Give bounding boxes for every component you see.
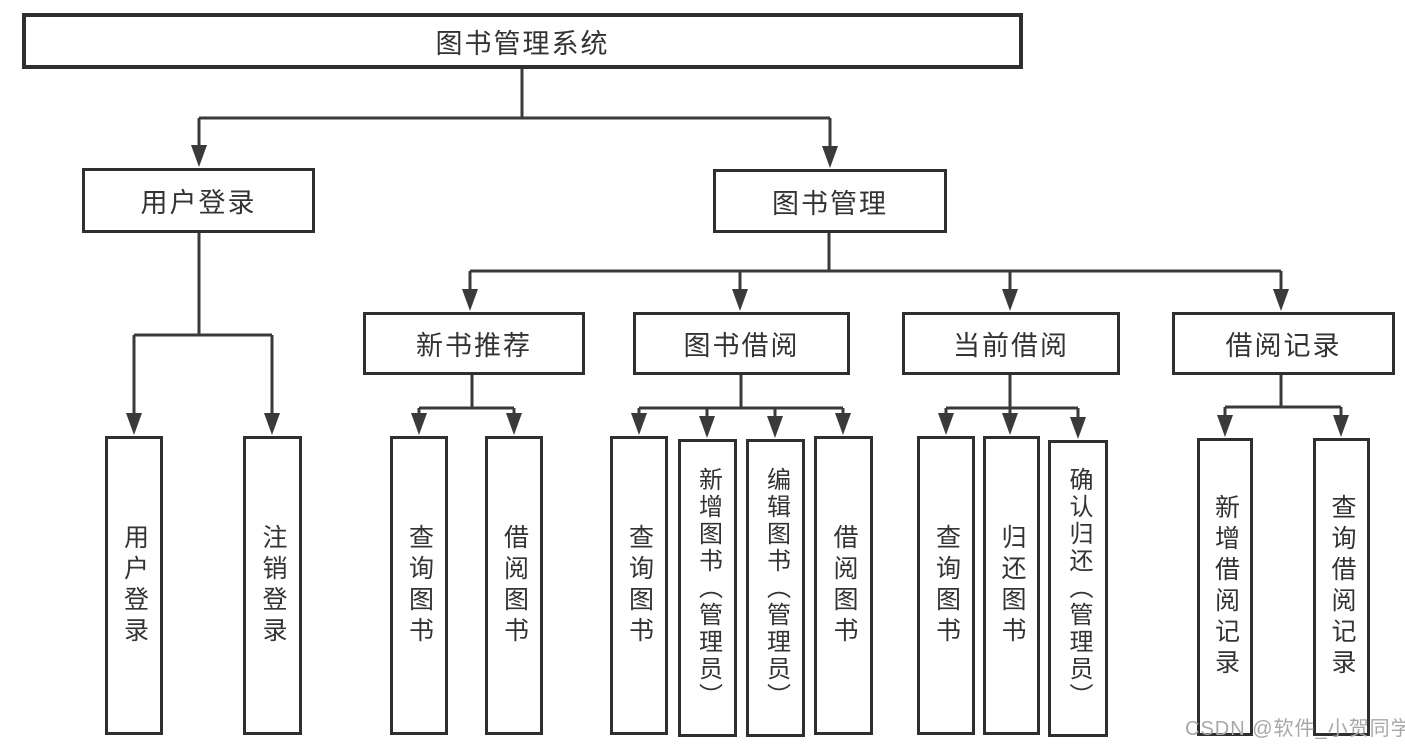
node-book-borrowing-label: 图书借阅: [683, 331, 800, 361]
leaf-cb-return-books-label: 归还图书: [998, 523, 1026, 648]
node-book-borrowing: 图书借阅: [633, 312, 850, 375]
leaf-nb-borrow-books: 借阅图书: [485, 436, 543, 735]
leaf-bb-add-books-admin-label: 新增图书（管理员）: [694, 466, 722, 710]
node-current-borrowing-label: 当前借阅: [953, 331, 1069, 361]
node-new-book-recommend-label: 新书推荐: [416, 331, 532, 361]
leaf-nb-query-books-label: 查询图书: [405, 523, 434, 648]
node-book-management: 图书管理: [713, 169, 947, 233]
leaf-bb-query-books-label: 查询图书: [625, 523, 654, 648]
node-root: 图书管理系统: [22, 13, 1023, 69]
leaf-br-query-record-label: 查询借阅记录: [1328, 494, 1356, 680]
node-book-management-label: 图书管理: [772, 188, 888, 219]
leaf-bb-edit-books-admin-label: 编辑图书（管理员）: [762, 466, 790, 710]
node-current-borrowing: 当前借阅: [902, 312, 1120, 375]
leaf-cb-query-books: 查询图书: [917, 436, 975, 735]
leaf-logout-label: 注销登录: [259, 523, 287, 648]
leaf-cb-confirm-return-admin: 确认归还（管理员）: [1048, 440, 1108, 737]
node-borrowing-records: 借阅记录: [1172, 312, 1395, 375]
leaf-logout: 注销登录: [243, 436, 302, 735]
leaf-bb-borrow-books-label: 借阅图书: [830, 523, 858, 648]
leaf-bb-borrow-books: 借阅图书: [814, 436, 873, 735]
node-root-label: 图书管理系统: [435, 28, 610, 59]
leaf-bb-add-books-admin: 新增图书（管理员）: [678, 439, 737, 737]
leaf-cb-query-books-label: 查询图书: [932, 523, 961, 648]
leaf-nb-borrow-books-label: 借阅图书: [500, 523, 529, 648]
leaf-user-login: 用户登录: [105, 436, 163, 735]
leaf-br-query-record: 查询借阅记录: [1313, 438, 1370, 736]
node-user-login: 用户登录: [82, 168, 315, 233]
leaf-bb-query-books: 查询图书: [610, 436, 668, 735]
leaf-cb-confirm-return-admin-label: 确认归还（管理员）: [1065, 467, 1092, 710]
leaf-br-add-record: 新增借阅记录: [1197, 438, 1253, 736]
leaf-bb-edit-books-admin: 编辑图书（管理员）: [746, 439, 805, 737]
leaf-cb-return-books: 归还图书: [983, 436, 1040, 735]
node-borrowing-records-label: 借阅记录: [1225, 331, 1342, 361]
leaf-user-login-label: 用户登录: [120, 523, 149, 648]
watermark: CSDN @软件_小贺同学: [1185, 718, 1405, 740]
node-new-book-recommend: 新书推荐: [363, 312, 585, 375]
leaf-nb-query-books: 查询图书: [390, 436, 448, 735]
leaf-br-add-record-label: 新增借阅记录: [1211, 494, 1240, 680]
node-user-login-label: 用户登录: [140, 188, 257, 218]
